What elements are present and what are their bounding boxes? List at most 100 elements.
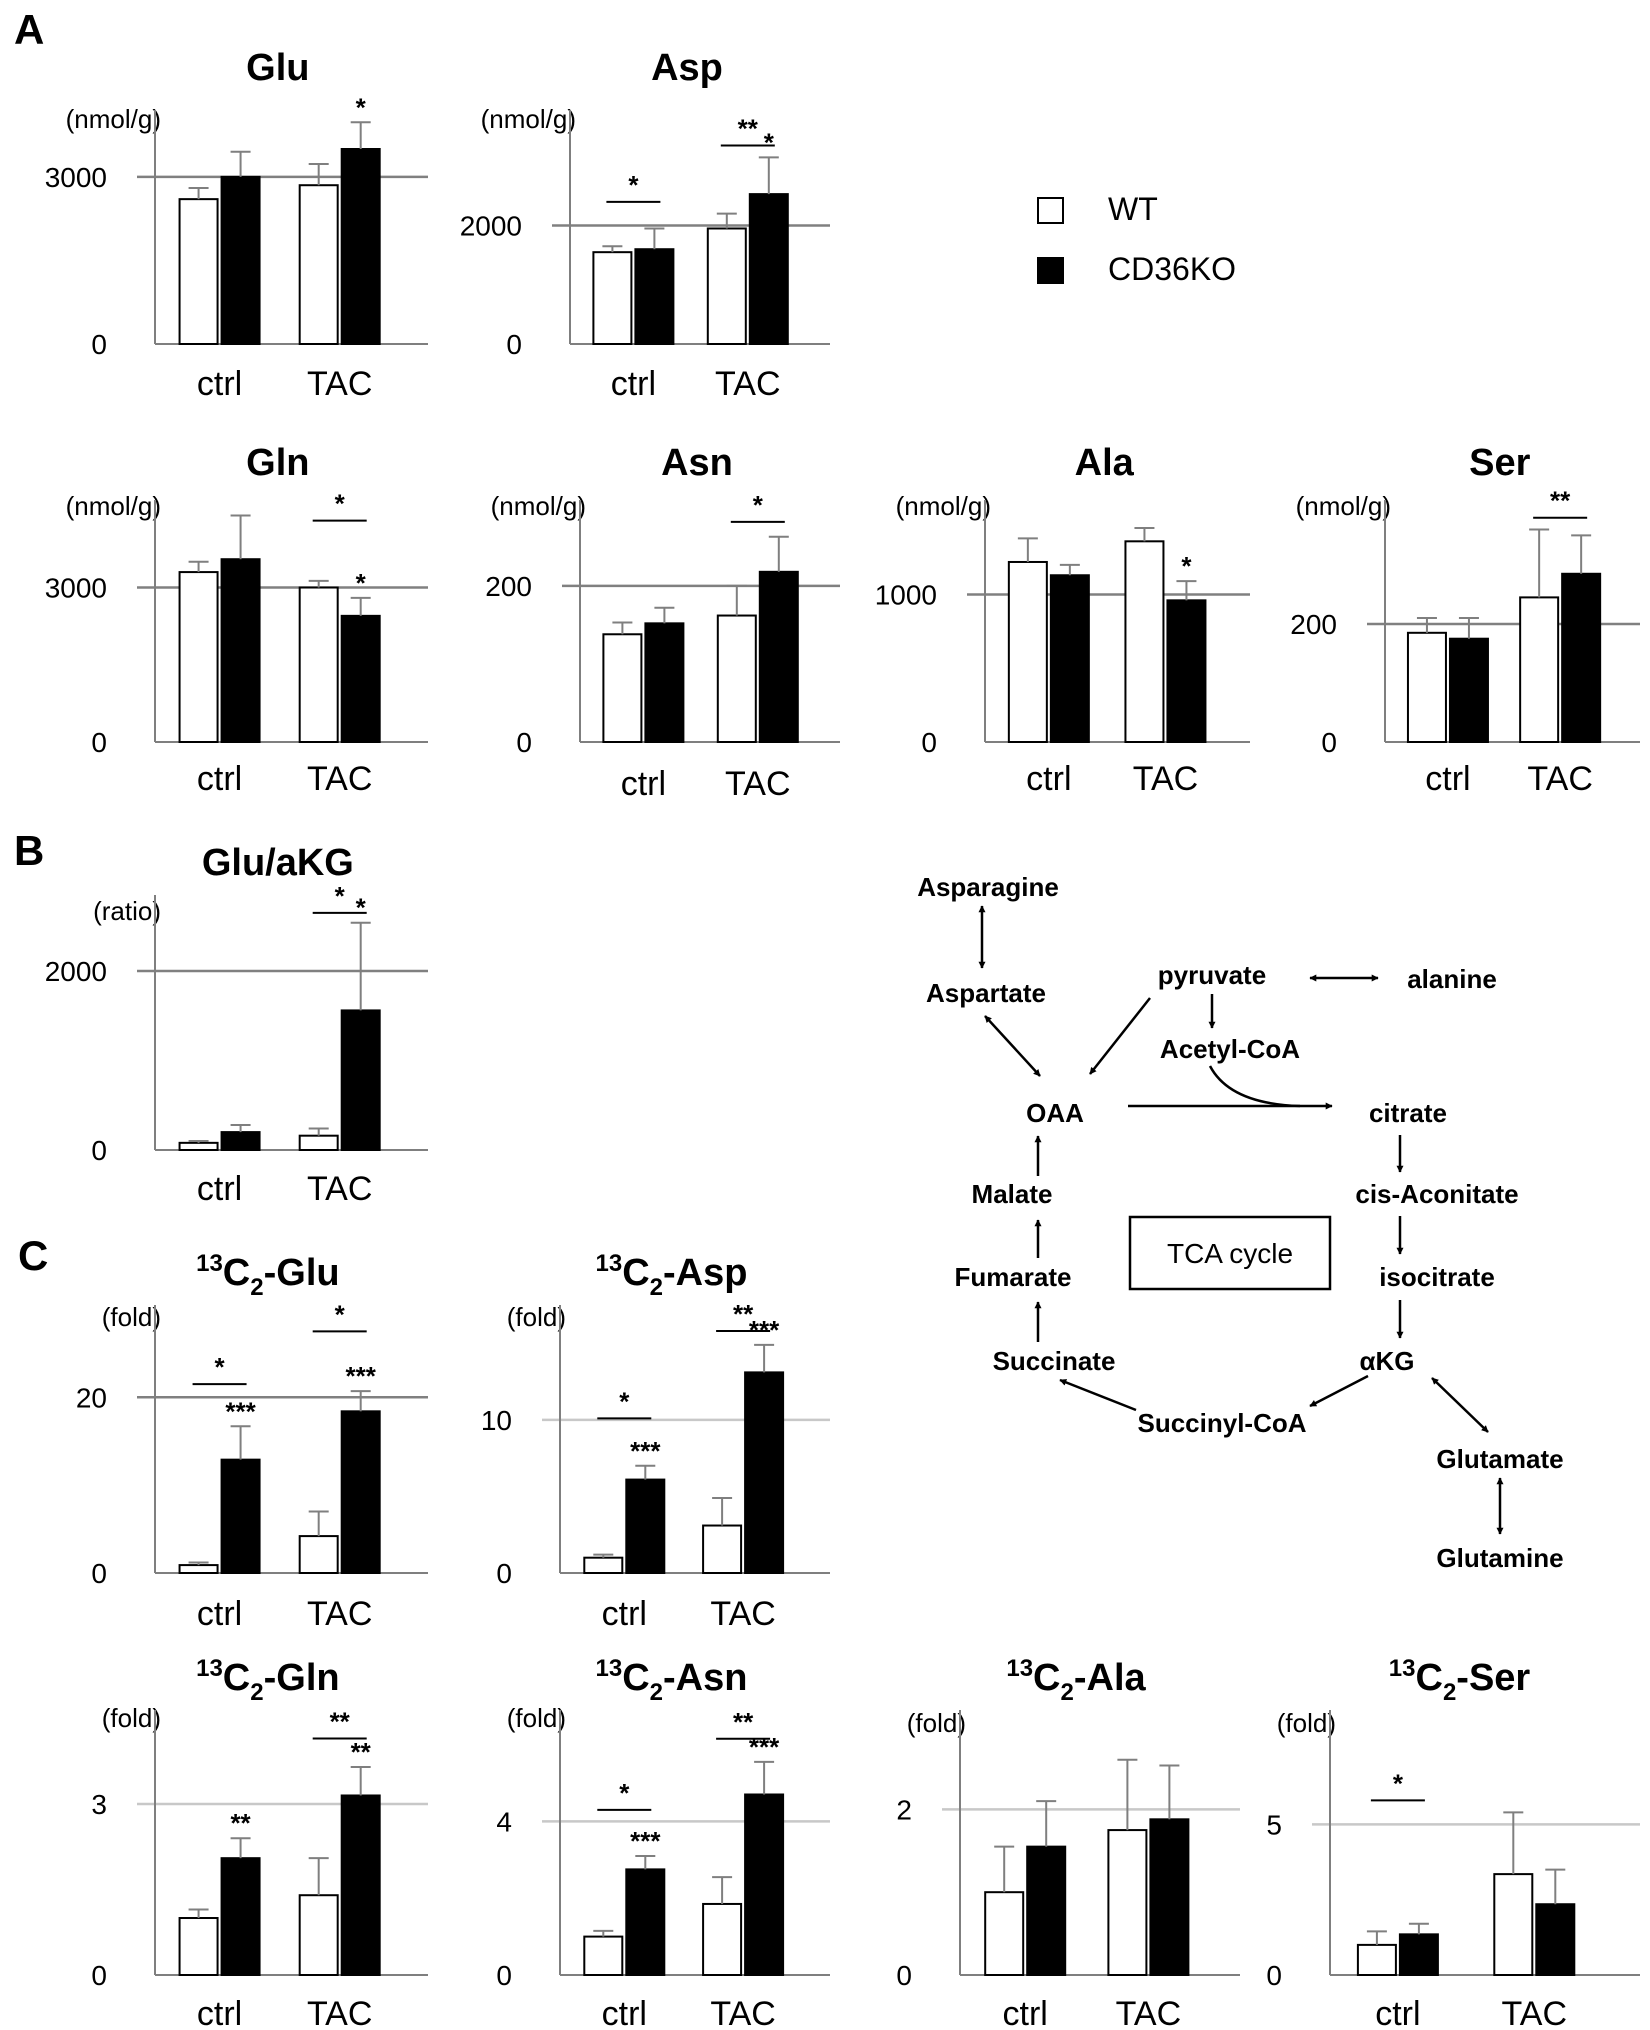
panel-label-c: C (18, 1232, 48, 1279)
tca-cycle-label: TCA cycle (1167, 1238, 1293, 1269)
node-aspartate: Aspartate (926, 978, 1046, 1008)
bracket-marker: * (1393, 1768, 1404, 1798)
chart-title: Glu/aKG (202, 842, 354, 884)
bar (702, 1902, 743, 1976)
bar (178, 1917, 219, 1976)
y-tick-label: 3 (91, 1789, 107, 1820)
x-tick-label: TAC (1116, 1995, 1181, 2030)
x-tick-label: TAC (710, 1595, 775, 1633)
significance-marker: * (356, 92, 367, 122)
y-tick-label: 0 (496, 1960, 512, 1991)
bar (758, 570, 799, 743)
bar (1356, 1943, 1397, 1976)
bracket-marker: * (619, 1778, 630, 1808)
x-tick-label: ctrl (197, 1170, 242, 1208)
title-main: C (622, 1252, 649, 1294)
y-tick-label: 0 (1266, 1960, 1282, 1991)
title-main: C (223, 1657, 250, 1699)
x-tick-label: ctrl (197, 1995, 242, 2030)
node-akg: αKG (1360, 1346, 1415, 1376)
y-tick-label: 0 (91, 1558, 107, 1589)
significance-marker: *** (630, 1436, 661, 1466)
bar (178, 1564, 219, 1574)
node-oaa: OAA (1026, 1098, 1084, 1128)
legend-wt-label: WT (1108, 191, 1158, 227)
significance-marker: *** (749, 1732, 780, 1762)
y-tick-label: 2 (896, 1794, 912, 1825)
y-tick-label: 0 (896, 1960, 912, 1991)
bar (716, 614, 757, 743)
bar (220, 1857, 261, 1976)
y-tick-label: 0 (506, 329, 522, 360)
x-tick-label: ctrl (1026, 760, 1071, 798)
y-tick-label: 200 (1290, 609, 1337, 640)
y-axis-unit: (nmol/g) (1296, 491, 1391, 521)
bar (340, 148, 381, 345)
bracket-marker: * (335, 489, 346, 519)
bar (1166, 599, 1207, 744)
x-tick-label: TAC (307, 1170, 372, 1208)
chart-title: Glu (246, 47, 309, 89)
x-tick-label: ctrl (621, 765, 666, 803)
chart-title: 13C2-Asp (596, 1250, 748, 1301)
x-tick-label: ctrl (197, 760, 242, 798)
bar (744, 1371, 785, 1574)
arrow-akg-succinylcoa (1309, 1374, 1369, 1408)
arrow-akg-glutamate (1431, 1377, 1489, 1433)
bar (644, 622, 685, 743)
x-tick-label: TAC (307, 1595, 372, 1633)
bar (1561, 572, 1602, 744)
title-subscript: 2 (250, 1274, 263, 1301)
x-tick-label: ctrl (611, 365, 656, 403)
node-asparagine: Asparagine (917, 872, 1059, 902)
x-tick-label: TAC (307, 1995, 372, 2030)
y-tick-label: 0 (91, 329, 107, 360)
bracket-marker: ** (1550, 486, 1571, 516)
significance-marker: *** (630, 1826, 661, 1856)
y-tick-label: 0 (1321, 727, 1337, 758)
title-main: C (1033, 1657, 1060, 1699)
x-tick-label: TAC (725, 765, 790, 803)
bar (340, 1794, 381, 1977)
bar (625, 1478, 666, 1575)
title-superscript: 13 (196, 1250, 223, 1277)
bar (220, 1458, 261, 1574)
bar (1049, 574, 1090, 743)
title-superscript: 13 (196, 1655, 223, 1682)
node-succinyl-coa: Succinyl-CoA (1137, 1408, 1306, 1438)
title-superscript: 13 (596, 1250, 623, 1277)
title-subscript: 2 (650, 1274, 663, 1301)
bar (1007, 560, 1048, 743)
bar (340, 1410, 381, 1574)
chart-title: 13C2-Asn (596, 1655, 748, 1706)
x-tick-label: ctrl (602, 1995, 647, 2030)
bar (1448, 637, 1489, 744)
panel-label-a: A (14, 6, 44, 53)
y-tick-label: 0 (516, 727, 532, 758)
legend: WT CD36KO (1037, 191, 1236, 287)
bracket-marker: * (619, 1386, 630, 1416)
bar (178, 1141, 219, 1152)
title-subscript: 2 (250, 1679, 263, 1706)
y-tick-label: 1000 (875, 579, 937, 610)
bar (220, 175, 261, 345)
significance-marker: *** (346, 1361, 377, 1391)
y-axis-unit: (fold) (102, 1703, 161, 1733)
bar (1026, 1845, 1067, 1976)
y-tick-label: 0 (496, 1558, 512, 1589)
pathway-arrows (978, 905, 1504, 1535)
bar (298, 1535, 339, 1575)
bar (984, 1891, 1025, 1976)
legend-ko-label: CD36KO (1108, 251, 1236, 287)
node-fumarate: Fumarate (954, 1262, 1071, 1292)
title-subscript: 2 (1061, 1679, 1074, 1706)
